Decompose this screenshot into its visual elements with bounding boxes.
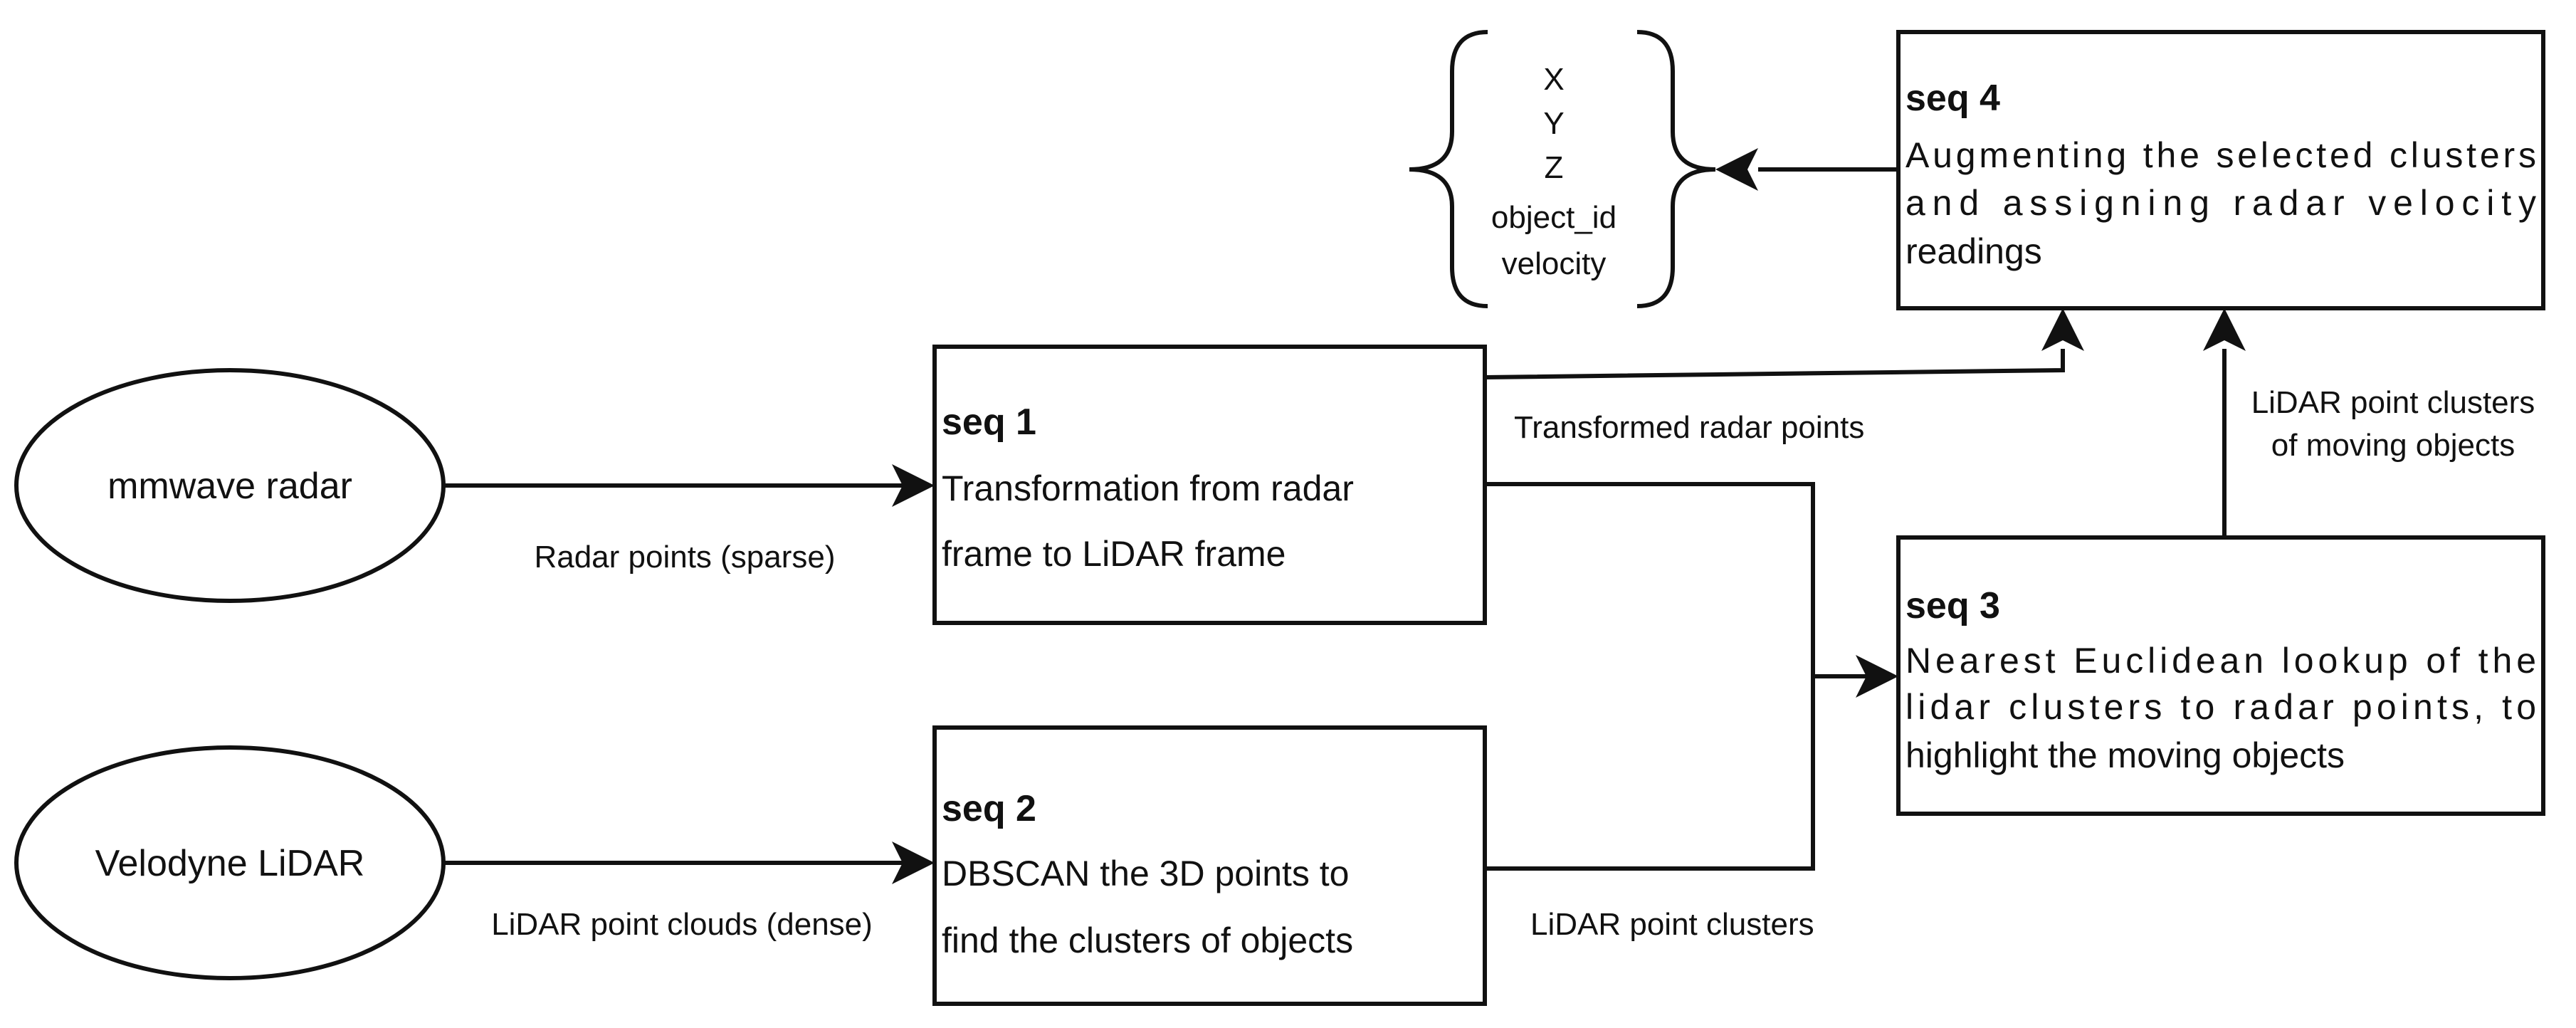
arrow-left-icon (1715, 148, 1758, 191)
node-seq-2-title: seq 2 (942, 788, 1036, 829)
node-seq-4-title: seq 4 (1905, 78, 2000, 119)
left-brace-icon (1409, 30, 1488, 308)
node-seq-2-line-2: find the clusters of objects (942, 921, 1353, 960)
output-field-x: X (1543, 62, 1564, 97)
node-seq-2-box (932, 725, 1487, 1006)
output-field-z: Z (1545, 150, 1564, 185)
edge-merge-line (1485, 482, 1815, 871)
node-seq-3-line-3: highlight the moving objects (1905, 735, 2345, 775)
node-seq-1-line-2: frame to LiDAR frame (942, 534, 1286, 574)
node-seq-3-box (1896, 535, 2545, 816)
edge-radar-to-seq1-label: Radar points (sparse) (534, 540, 835, 575)
edge-radar-to-seq1: Radar points (sparse) (443, 464, 935, 575)
node-seq-3-line-2: lidar clusters to radar points, to (1905, 687, 2536, 727)
edge-seq1-to-seq4-line (1484, 349, 2065, 379)
node-seq-2-line-1: DBSCAN the 3D points to (942, 854, 1350, 893)
edge-seq3-to-seq4-label-line-1: LiDAR point clusters (2251, 385, 2535, 420)
node-seq-3: seq 3 Nearest Euclidean lookup of the li… (1896, 535, 2545, 816)
node-mmwave-radar: mmwave radar (14, 368, 446, 603)
edge-lidar-to-seq2: LiDAR point clouds (dense) (443, 841, 935, 942)
node-seq-2: seq 2 DBSCAN the 3D points to find the c… (932, 725, 1487, 1006)
arrow-right-icon (1856, 655, 1898, 698)
output-field-object-id: object_id (1491, 200, 1616, 235)
node-seq-1: seq 1 Transformation from radar frame to… (932, 345, 1487, 625)
node-seq-4: seq 4 Augmenting the selected clusters a… (1896, 30, 2545, 310)
node-seq-4-box (1896, 30, 2545, 310)
edge-seq1-to-seq4-label: Transformed radar points (1514, 410, 1864, 445)
output-field-velocity: velocity (1502, 246, 1607, 281)
edge-seq2-to-seq3-label: LiDAR point clusters (1530, 907, 1814, 942)
node-seq-1-box (932, 345, 1487, 625)
edge-seq1-seq2-to-seq3: LiDAR point clusters (1485, 482, 1898, 942)
edge-seq3-to-seq4-label-line-2: of moving objects (2271, 428, 2515, 463)
node-velodyne-lidar: Velodyne LiDAR (14, 745, 446, 980)
node-seq-1-title: seq 1 (942, 402, 1036, 443)
node-output-fields: X Y Z object_id velocity (1409, 30, 1716, 308)
node-seq-4-line-1: Augmenting the selected clusters (1905, 135, 2536, 175)
edge-seq1-to-seq4: Transformed radar points (1484, 308, 2084, 445)
arrow-right-icon (892, 841, 935, 884)
output-field-y: Y (1543, 106, 1564, 141)
arrow-right-icon (892, 464, 935, 507)
node-mmwave-radar-label: mmwave radar (107, 466, 352, 507)
node-seq-3-title: seq 3 (1905, 585, 2000, 626)
right-brace-icon (1636, 30, 1716, 308)
node-seq-1-line-1: Transformation from radar (942, 468, 1354, 508)
arrow-up-icon (2041, 308, 2084, 351)
edge-lidar-to-seq2-label: LiDAR point clouds (dense) (491, 907, 873, 942)
node-seq-3-line-1: Nearest Euclidean lookup of the (1905, 641, 2536, 681)
node-seq-4-line-3: readings (1905, 231, 2042, 271)
node-velodyne-lidar-label: Velodyne LiDAR (95, 843, 365, 884)
edge-seq4-to-output (1715, 148, 1898, 191)
arrow-up-icon (2203, 308, 2246, 351)
edge-seq3-to-seq4: LiDAR point clusters of moving objects (2203, 308, 2535, 537)
